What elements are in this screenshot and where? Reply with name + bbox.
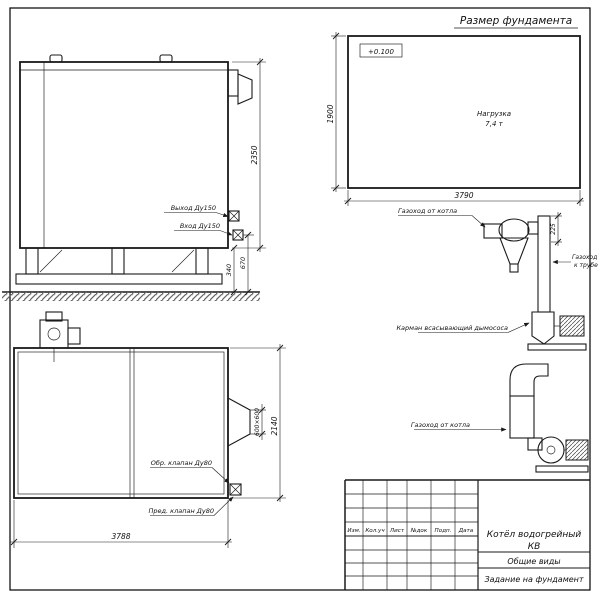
- dim-2350: 2350: [250, 145, 259, 164]
- exhauster-motor-lower: [564, 439, 589, 461]
- flue-diagram-upper: Газоход от котла 225 Газоход к трубе: [396, 207, 598, 351]
- foundation-load-value: 7,4 т: [485, 120, 503, 128]
- col-header-podp: Подп.: [435, 528, 452, 534]
- outlet-label-text: Выход Ду150: [171, 204, 216, 212]
- ground-line: [2, 291, 260, 301]
- fan-inlet-connector: [527, 437, 543, 451]
- foundation-outline: [347, 35, 581, 189]
- plan-outline: [13, 347, 229, 499]
- exhauster-base-upper: [527, 343, 587, 351]
- inlet-valve: [232, 229, 244, 241]
- col-header-ndok: №док: [410, 528, 428, 534]
- flue-from-boiler-label-upper: Газоход от котла: [398, 207, 486, 228]
- support-frame: [15, 247, 223, 285]
- check-valve-label: Обр. клапан Ду80: [150, 459, 230, 484]
- doc-type: Общие виды: [507, 557, 560, 566]
- suction-pocket: [531, 311, 555, 345]
- boiler-body: [19, 61, 229, 249]
- product-name-line1: Котёл водогрейный: [487, 530, 582, 540]
- col-header-list: Лист: [389, 528, 405, 534]
- dim-340: 340: [225, 264, 233, 276]
- side-dim-height: 2350: [232, 58, 266, 252]
- cyclone-outlet-connector: [527, 221, 539, 235]
- flue-from-boiler-text-lower: Газоход от котла: [411, 421, 470, 429]
- outlet-label: Выход Ду150: [164, 204, 229, 217]
- lifting-lug-left: [49, 54, 63, 63]
- dim-600x600: 600×600: [254, 408, 261, 436]
- side-dim-base: 340: [225, 244, 238, 296]
- pocket-label: Карман всасывающий дымососа: [396, 322, 530, 333]
- exhauster-base-lower: [535, 465, 589, 473]
- safety-valve-label: Пред. клапан Ду80: [149, 496, 234, 516]
- plan-dim-width: 2140: [230, 344, 286, 502]
- flue-dim-offset: 225: [550, 212, 562, 246]
- plan-corner-valve: [229, 483, 242, 496]
- elevation-box: [359, 43, 403, 58]
- flue-to-stack-text-1: Газоход: [572, 254, 597, 261]
- document-title-area: Котёл водогрейный КВ Общие виды Задание …: [478, 530, 590, 584]
- flue-diagram-lower: Газоход от котла: [411, 363, 589, 473]
- side-dim-inlet: 670: [239, 231, 254, 296]
- plan-dim-length: 3788: [10, 500, 232, 548]
- elbow-duct: [509, 363, 549, 397]
- flue-to-stack-text-2: к трубе: [574, 262, 598, 269]
- plan-flue-outlet: [227, 397, 251, 447]
- dim-3788: 3788: [111, 532, 130, 541]
- elevation-mark: +0.100: [368, 48, 394, 56]
- check-valve-text: Обр. клапан Ду80: [151, 459, 212, 467]
- col-header-data: Дата: [458, 528, 474, 534]
- inlet-label: Вход Ду150: [174, 222, 233, 236]
- title-block: Изм. Кол.уч Лист №док Подп. Дата Котёл в…: [344, 479, 590, 590]
- boiler-side-view: 2350 670 340 Выход Ду150 Вход Ду150: [2, 54, 266, 301]
- outlet-valve: [228, 210, 240, 222]
- revision-grid: Изм. Кол.уч Лист №док Подп. Дата: [345, 480, 478, 590]
- lifting-lug-right: [159, 54, 173, 63]
- safety-valve-text: Пред. клапан Ду80: [149, 507, 214, 515]
- flue-to-stack-label: Газоход к трубе: [552, 254, 598, 269]
- stack-duct: [537, 215, 551, 313]
- foundation-dim-width: 3790: [344, 190, 584, 206]
- col-header-izm: Изм.: [347, 528, 360, 534]
- flue-from-boiler-text-upper: Газоход от котла: [398, 207, 457, 215]
- pocket-label-text: Карман всасывающий дымососа: [396, 324, 508, 332]
- dim-1900: 1900: [326, 104, 335, 123]
- vertical-duct-lower: [509, 395, 535, 439]
- col-header-koluch: Кол.уч: [365, 528, 385, 534]
- foundation-title: Размер фундамента: [460, 15, 572, 27]
- product-name-line2: КВ: [528, 542, 541, 552]
- dim-670: 670: [239, 257, 247, 269]
- foundation-plan: Размер фундамента +0.100 Нагрузка 7,4 т …: [326, 15, 584, 206]
- dim-225: 225: [550, 223, 557, 235]
- exhauster-motor-upper: [554, 315, 585, 337]
- doc-task: Задание на фундамент: [484, 575, 583, 584]
- inlet-label-text: Вход Ду150: [180, 222, 220, 230]
- dim-3790: 3790: [454, 191, 473, 200]
- dim-2140: 2140: [270, 416, 279, 435]
- boiler-plan-view: 2140 600×600 3788 Обр. клапан Ду80 Пред.…: [10, 311, 286, 548]
- flue-from-boiler-label-lower: Газоход от котла: [411, 421, 507, 432]
- plan-dim-flue: 600×600: [250, 404, 266, 440]
- flue-spigot: [227, 69, 253, 105]
- cyclone: [498, 218, 530, 273]
- foundation-dim-depth: 1900: [326, 32, 346, 192]
- foundation-load-label: Нагрузка: [477, 110, 511, 118]
- pump-assembly: [39, 311, 81, 362]
- cyclone-inlet-duct: [483, 223, 503, 239]
